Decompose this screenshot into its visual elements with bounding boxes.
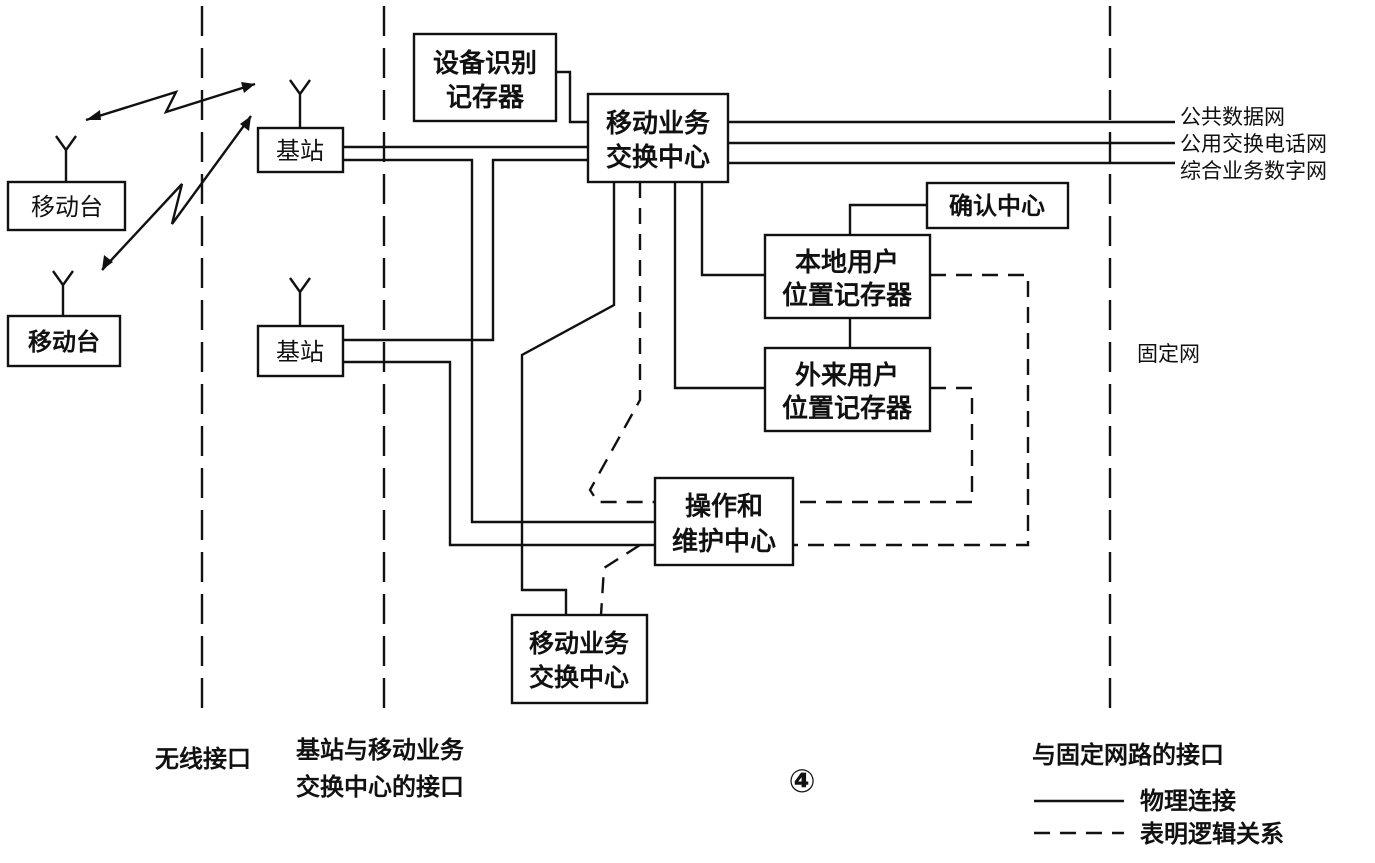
- auc-node: 确认中心: [925, 181, 1070, 230]
- radio-arrowhead: [102, 255, 113, 270]
- bts-msc-interface-label-line2: 交换中心的接口: [296, 773, 464, 801]
- omc-msc2-logical: [599, 543, 641, 616]
- eir-label-line1: 设备识别: [433, 49, 537, 79]
- msc-2-node: 移动业务 交换中心: [510, 613, 649, 705]
- external-networks: 公共数据网 公用交换电话网 综合业务数字网 固定网: [1137, 105, 1327, 366]
- legend-logical-label: 表明逻辑关系: [1140, 820, 1284, 848]
- bts2-omc-link: [343, 360, 655, 547]
- antenna-icon: [289, 79, 311, 128]
- eir-label-line2: 记存器: [446, 83, 525, 113]
- fixed-interface-label: 与固定网路的接口: [1032, 741, 1224, 769]
- msc-hlr-link: [700, 182, 765, 277]
- vlr-node: 外来用户 位置记存器: [763, 346, 932, 433]
- bts-1-label: 基站: [276, 137, 324, 165]
- msc-main-label-line2: 交换中心: [606, 142, 710, 173]
- eir-node: 设备识别 记存器: [412, 32, 558, 123]
- external-network-label: 公用交换电话网: [1180, 132, 1327, 156]
- antennas: [52, 79, 311, 326]
- hlr-auc-link: [848, 203, 927, 235]
- omc-label-line1: 操作和: [685, 492, 763, 522]
- msc-main-node: 移动业务 交换中心: [586, 92, 730, 184]
- radio-arrowhead: [240, 116, 251, 131]
- legend-physical-label: 物理连接: [1140, 787, 1236, 815]
- ms-2-label: 移动台: [28, 328, 100, 356]
- msc-omc-logical: [588, 182, 655, 504]
- external-network-label: 综合业务数字网: [1180, 159, 1327, 183]
- wireless-interface-label: 无线接口: [155, 745, 251, 773]
- msc-2-label-line1: 移动业务: [529, 629, 629, 658]
- eir-msc-link: [557, 70, 588, 124]
- ms-1-node: 移动台: [6, 180, 127, 232]
- ms-1-label: 移动台: [31, 193, 103, 221]
- vlr-omc-logical: [793, 386, 974, 504]
- vlr-label-line2: 位置记存器: [782, 393, 913, 424]
- antenna-icon: [289, 277, 311, 326]
- bts-msc-interface-label-line1: 基站与移动业务: [296, 736, 465, 764]
- radio-arrowhead: [241, 82, 255, 93]
- interface-labels: 无线接口 基站与移动业务 交换中心的接口 与固定网路的接口: [155, 736, 1224, 801]
- msc-msc2-link: [520, 182, 616, 615]
- bts-2-node: 基站: [256, 324, 345, 378]
- radio-link-lower: [101, 115, 252, 271]
- radio-links: [85, 82, 256, 271]
- omc-label-line2: 维护中心: [672, 526, 776, 557]
- radio-link-upper: [85, 82, 256, 122]
- bts-2-label: 基站: [276, 338, 324, 366]
- msc-2-label-line2: 交换中心: [529, 663, 629, 692]
- logical-relations: [588, 182, 1030, 616]
- vlr-label-line1: 外来用户: [795, 360, 899, 391]
- bts-1-node: 基站: [256, 126, 345, 174]
- antenna-icon: [55, 135, 77, 182]
- hlr-node: 本地用户 位置记存器: [763, 233, 932, 320]
- antenna-icon: [52, 270, 74, 316]
- hlr-label-line2: 位置记存器: [782, 280, 913, 311]
- bts2-msc-link: [343, 158, 588, 342]
- physical-connections: [343, 70, 1175, 615]
- legend: 物理连接 表明逻辑关系: [1034, 787, 1284, 848]
- msc-main-label-line1: 移动业务: [606, 109, 710, 139]
- auc-label: 确认中心: [949, 192, 1045, 220]
- fixed-network-label: 固定网: [1137, 342, 1200, 366]
- ms-2-node: 移动台: [6, 314, 122, 368]
- msc-vlr-link: [673, 182, 765, 390]
- external-network-label: 公共数据网: [1180, 105, 1285, 129]
- omc-node: 操作和 维护中心: [653, 476, 795, 567]
- hlr-label-line1: 本地用户: [795, 247, 899, 278]
- radio-arrowhead: [86, 110, 101, 120]
- figure-number: ④: [788, 762, 815, 800]
